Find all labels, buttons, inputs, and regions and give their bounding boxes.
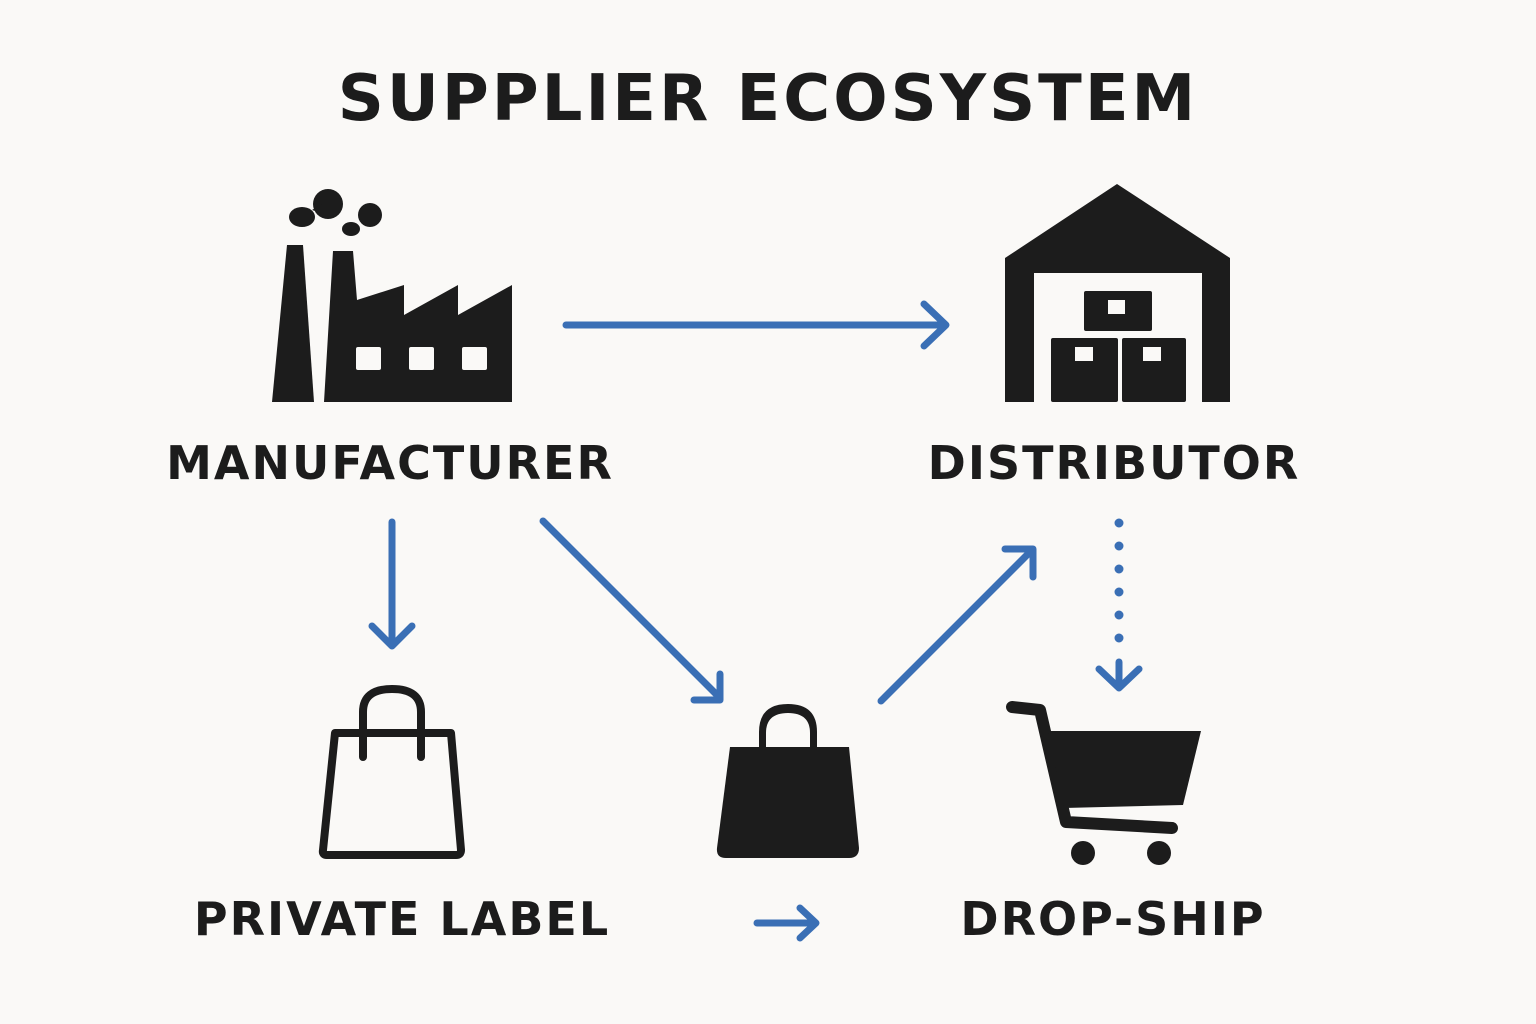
arrow-distributor-to-drop-ship-dotted (1095, 518, 1143, 692)
shopping-bag-outline-icon (318, 685, 465, 859)
shopping-bag-filled-icon (716, 704, 859, 858)
label-distributor: DISTRIBUTOR (927, 436, 1301, 490)
arrow-manufacturer-to-private-label (368, 518, 416, 650)
factory-icon (272, 189, 512, 402)
arrow-retailer-to-drop-ship (753, 904, 820, 942)
label-private-label: PRIVATE LABEL (193, 892, 611, 946)
label-drop-ship: DROP-SHIP (960, 892, 1266, 946)
diagram-title: SUPPLIER ECOSYSTEM (337, 62, 1199, 136)
shopping-cart-icon (1006, 701, 1201, 865)
arrow-retailer-to-distributor (877, 545, 1037, 705)
label-manufacturer: MANUFACTURER (166, 436, 614, 490)
arrow-manufacturer-to-distributor (562, 300, 950, 350)
arrow-manufacturer-to-retailer (539, 517, 724, 704)
warehouse-icon (1005, 184, 1230, 402)
